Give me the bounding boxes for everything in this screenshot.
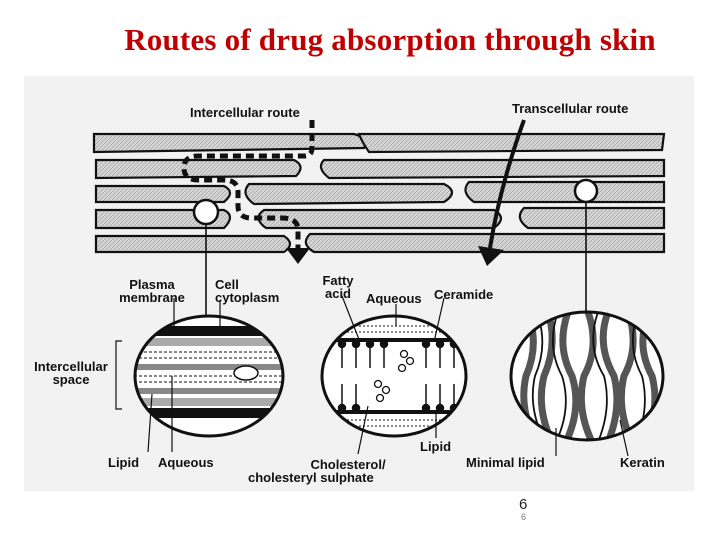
page-number-small: 6: [521, 512, 527, 522]
label-aqueous-middle: Aqueous: [366, 291, 422, 306]
label-fatty-acid: Fatty acid: [322, 273, 354, 301]
skin-absorption-diagram: Intercellular route Transcellular route …: [24, 76, 694, 491]
label-aqueous-left: Aqueous: [158, 455, 214, 470]
corneocyte: [518, 206, 666, 230]
transcellular-route-arrowhead: [478, 246, 504, 266]
magnify-point-left: [192, 198, 220, 226]
corneocyte: [464, 180, 666, 204]
label-intercellular-route: Intercellular route: [190, 105, 300, 120]
keratin-detail-circle: [509, 310, 665, 442]
slide-title: Routes of drug absorption through skin: [124, 22, 656, 57]
label-pointers: [115, 295, 629, 457]
label-lipid-middle: Lipid: [420, 439, 452, 454]
label-keratin: Keratin: [620, 455, 665, 470]
corneocyte: [304, 232, 666, 254]
corneocyte: [92, 132, 367, 154]
membrane-detail-circle: [133, 314, 285, 438]
label-transcellular-route: Transcellular route: [512, 101, 629, 116]
diagram-drawing: [92, 119, 666, 457]
label-plasma-membrane: Plasma membrane: [119, 277, 185, 305]
label-lipid-left: Lipid: [108, 455, 140, 470]
label-cholesteryl-sulphate: cholesteryl sulphate: [248, 470, 374, 485]
corneocyte: [94, 158, 302, 180]
corneocyte: [319, 158, 666, 180]
label-cell-cytoplasm: Cell cytoplasm: [215, 277, 280, 305]
corneocyte: [94, 184, 232, 204]
magnify-point-right: [573, 178, 599, 204]
lipid-bilayer-detail-circle: [320, 314, 468, 438]
intercellular-route-arrowhead: [286, 248, 310, 264]
label-ceramide: Ceramide: [434, 287, 494, 302]
corneocyte-layers: [92, 132, 666, 254]
transcellular-route-path: [488, 119, 526, 249]
label-intercellular-space: Intercellular space: [34, 359, 108, 387]
intercellular-route-path: [181, 120, 315, 248]
corneocyte: [244, 182, 454, 206]
page-number: 6: [519, 496, 528, 513]
corneocyte: [357, 132, 666, 154]
label-cholesterol: Cholesterol/: [310, 457, 386, 472]
corneocyte: [94, 234, 292, 254]
label-minimal-lipid: Minimal lipid: [466, 455, 545, 470]
